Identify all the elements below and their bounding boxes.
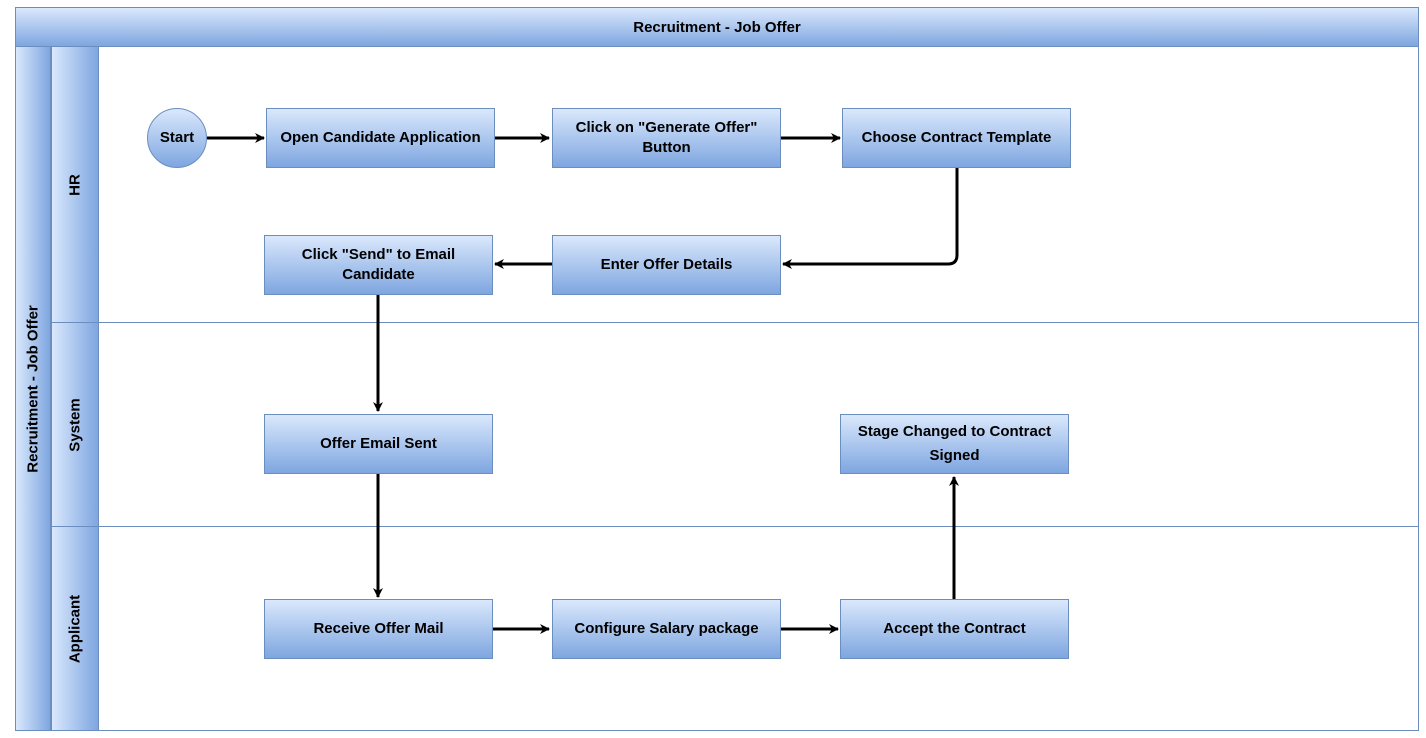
node-choose-contract-template: Choose Contract Template xyxy=(842,108,1071,168)
pool-side-header: Recruitment - Job Offer xyxy=(15,47,51,731)
node-open-candidate-application: Open Candidate Application xyxy=(266,108,495,168)
node-label: Receive Offer Mail xyxy=(313,620,444,637)
node-label: Accept the Contract xyxy=(883,620,1026,637)
node-configure-salary-package: Configure Salary package xyxy=(552,599,781,659)
node-accept-contract: Accept the Contract xyxy=(840,599,1069,659)
lane-header-applicant: Applicant xyxy=(51,527,99,731)
node-label: Offer Email Sent xyxy=(320,435,437,452)
node-label: Open Candidate Application xyxy=(280,129,481,146)
node-label: Choose Contract Template xyxy=(861,129,1052,146)
node-enter-offer-details: Enter Offer Details xyxy=(552,235,781,295)
node-label: Click on "Generate Offer" Button xyxy=(575,119,758,156)
node-label: Click "Send" to Email Candidate xyxy=(301,246,456,283)
start-node-label: Start xyxy=(159,129,195,146)
node-label: Enter Offer Details xyxy=(600,256,733,273)
node-generate-offer: Click on "Generate Offer" Button xyxy=(552,108,781,168)
pool-title: Recruitment - Job Offer xyxy=(15,7,1419,47)
pool-title-text: Recruitment - Job Offer xyxy=(633,18,801,36)
node-label: Stage Changed to Contract Signed xyxy=(857,423,1052,464)
node-click-send: Click "Send" to Email Candidate xyxy=(264,235,493,295)
node-label: Configure Salary package xyxy=(574,620,759,637)
lane-header-hr: HR xyxy=(51,47,99,323)
lane-header-system: System xyxy=(51,323,99,527)
start-node: Start xyxy=(147,108,207,168)
node-stage-changed: Stage Changed to Contract Signed xyxy=(840,414,1069,474)
node-receive-offer-mail: Receive Offer Mail xyxy=(264,599,493,659)
edge-choose-to-enter xyxy=(782,167,959,269)
node-offer-email-sent: Offer Email Sent xyxy=(264,414,493,474)
